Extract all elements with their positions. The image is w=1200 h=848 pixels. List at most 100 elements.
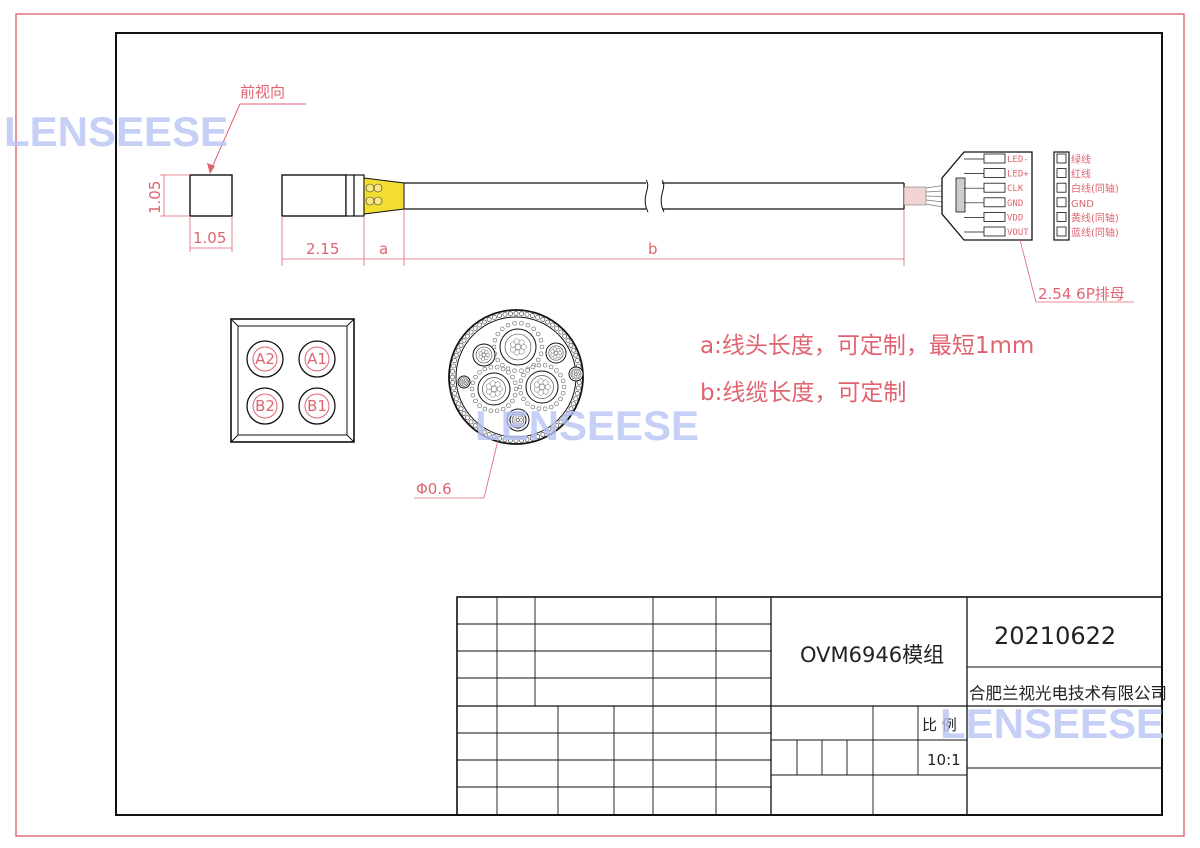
shield-strand	[491, 434, 497, 440]
coax-shield	[539, 344, 545, 350]
shield-strand	[576, 385, 581, 391]
shield-strand	[481, 429, 487, 435]
shield-strand	[562, 333, 568, 339]
shield-strand	[554, 325, 560, 331]
shield-strand	[573, 352, 579, 358]
shield-strand	[458, 342, 464, 348]
strand	[509, 346, 516, 353]
shield-strand	[491, 314, 497, 320]
diameter-leader: Φ0.6	[414, 439, 499, 499]
coax-shield	[519, 320, 524, 326]
outer-border	[15, 13, 1185, 837]
shield-strand	[472, 423, 478, 429]
shield-strand	[554, 423, 560, 429]
coax-shield	[488, 364, 494, 370]
coax-shield	[482, 406, 488, 412]
coax-shield	[494, 408, 500, 414]
shield-strand	[453, 396, 459, 402]
shield-strand	[573, 396, 579, 402]
coax-shield	[510, 398, 515, 404]
coax-shield	[506, 370, 511, 375]
coax-shield	[521, 396, 526, 402]
shield-strand	[550, 426, 555, 432]
strand	[518, 348, 525, 355]
cable-break-mark	[644, 179, 649, 213]
wire-label: 黄线(同轴)	[1071, 211, 1119, 224]
shield-strand	[571, 401, 576, 407]
pad-label: B1	[307, 397, 327, 415]
shield-strand	[565, 411, 571, 416]
wire-label: 红线	[1071, 168, 1091, 181]
pin-pad	[983, 182, 1006, 193]
shield-strand	[468, 329, 474, 335]
strand	[484, 349, 489, 355]
front-view-label: 前视向	[240, 83, 285, 101]
coax-shield	[548, 364, 554, 370]
coax-shield	[512, 320, 517, 326]
strand	[542, 388, 549, 395]
coax-shield	[513, 386, 519, 392]
shield-strand	[530, 313, 535, 319]
strand	[515, 344, 521, 350]
strand	[518, 415, 522, 420]
front-view-square	[189, 174, 233, 217]
shield-strand	[486, 317, 492, 322]
coax-shield	[500, 406, 506, 412]
coax-shield	[510, 374, 515, 380]
pin-label: LED+	[1007, 170, 1029, 180]
shield-strand	[513, 311, 519, 316]
shield-strand	[451, 385, 456, 391]
coax-shield	[494, 364, 500, 370]
coax-shield	[492, 337, 498, 343]
strand	[489, 391, 496, 398]
title-block	[456, 596, 1163, 816]
coax-shield	[560, 390, 566, 396]
strand	[576, 370, 580, 374]
coax-shield	[536, 406, 542, 412]
coax-shield	[500, 326, 505, 332]
coax-shield	[477, 403, 482, 408]
shield-strand	[558, 419, 564, 425]
shield-strand	[535, 314, 541, 320]
dim-head-label: 2.15	[306, 240, 339, 258]
coax-shield	[525, 368, 530, 373]
header-cell	[1056, 182, 1067, 193]
strand	[509, 341, 516, 348]
coax-shield	[538, 351, 544, 357]
coax-shield	[495, 357, 501, 363]
shield-strand	[524, 437, 530, 442]
pin-header-cells	[1056, 153, 1067, 237]
shield-strand	[558, 329, 564, 335]
coax-shield	[518, 390, 524, 396]
strand	[485, 383, 492, 390]
coax-shield	[525, 401, 530, 406]
shield-strand	[452, 358, 458, 363]
coax-shield	[558, 372, 563, 378]
strand	[513, 338, 520, 345]
coax-shield	[535, 357, 541, 363]
coax-shield	[561, 384, 567, 390]
connector-board	[941, 151, 1033, 241]
pad-outer	[246, 340, 284, 378]
strand	[494, 381, 501, 388]
strand	[485, 388, 492, 395]
strand	[542, 379, 549, 386]
shield-strand	[458, 406, 464, 412]
shield-strand	[450, 374, 455, 380]
coax-shield	[495, 331, 501, 337]
coax-shield	[519, 368, 524, 374]
pad-label: A1	[307, 350, 327, 368]
diameter-label: Φ0.6	[416, 480, 452, 498]
strand	[491, 386, 497, 392]
shield-strand	[481, 319, 487, 325]
pad-inner	[304, 393, 330, 419]
coax-shield	[554, 401, 559, 406]
coax-shield	[525, 322, 531, 328]
coax-shield	[531, 326, 536, 332]
shield-strand	[477, 322, 482, 328]
wire-label: 绿线	[1071, 153, 1091, 166]
strand	[537, 378, 544, 385]
pad-outer	[298, 387, 336, 425]
